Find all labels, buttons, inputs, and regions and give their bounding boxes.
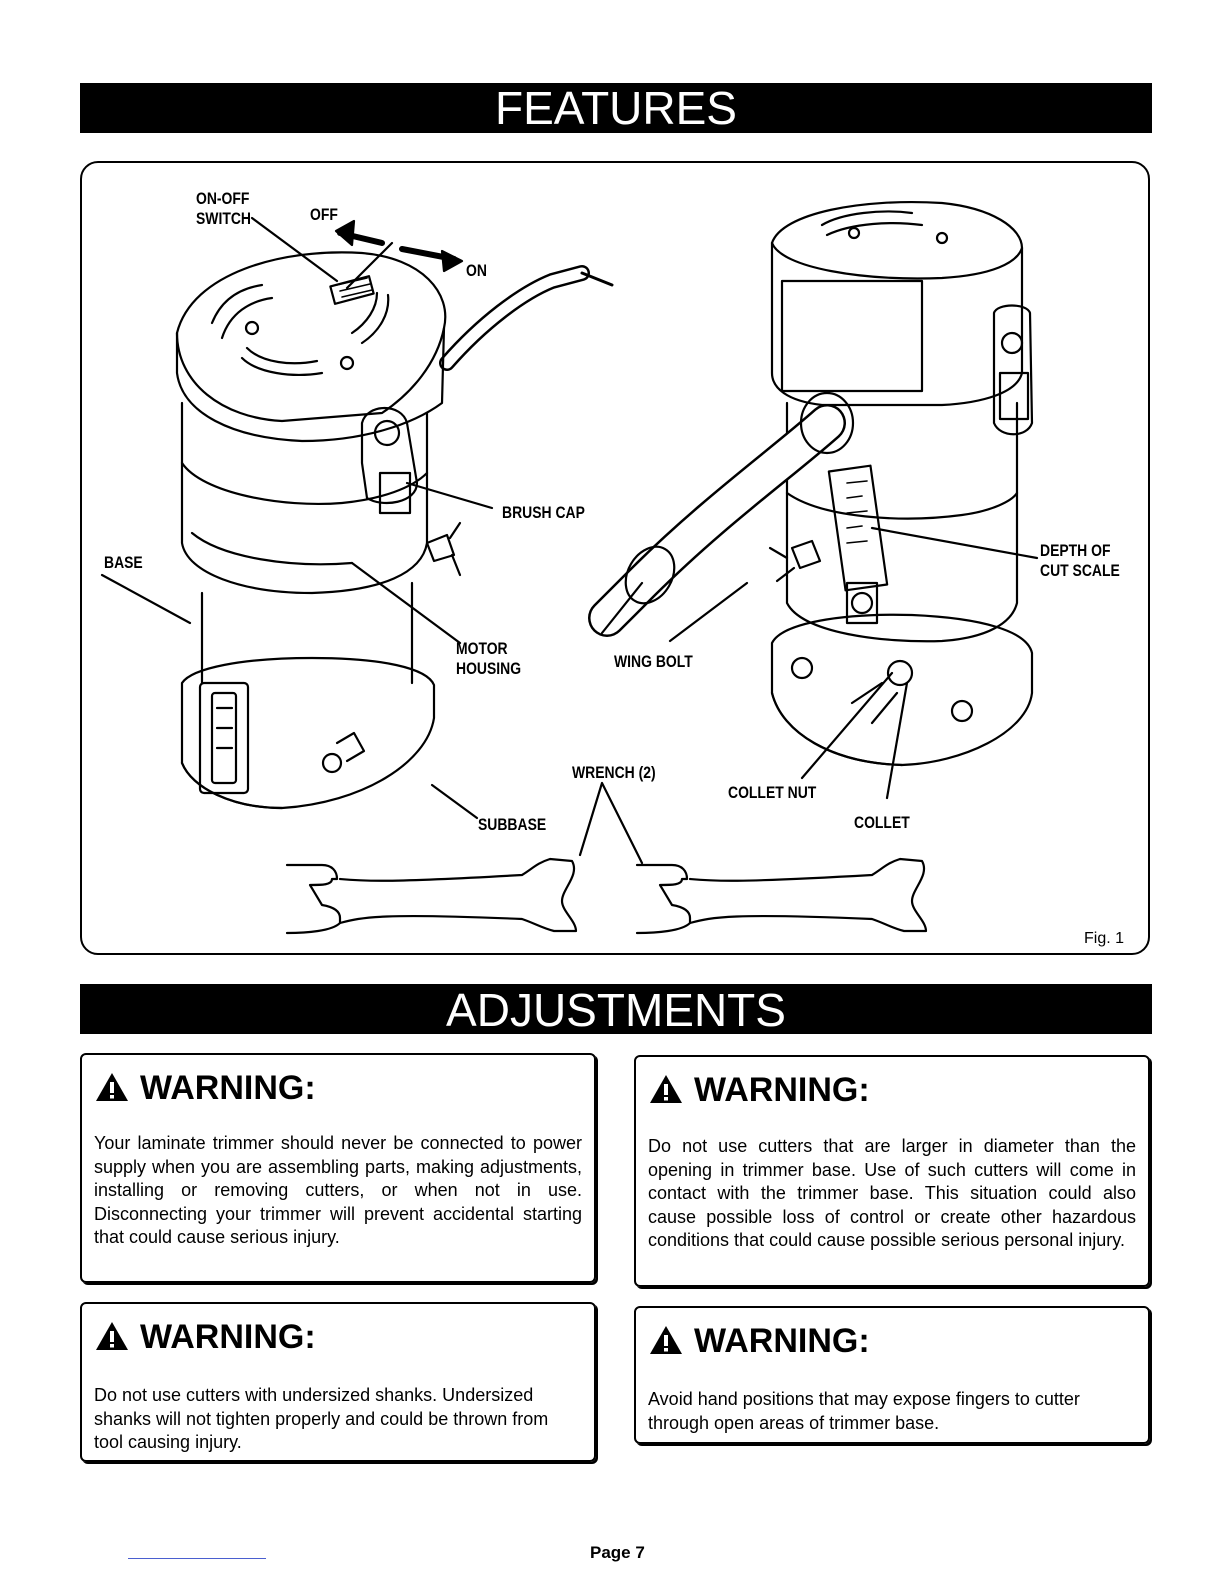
collet-label: COLLET <box>854 813 910 832</box>
warning-title: WARNING: <box>694 1322 870 1360</box>
warning-heading: WARNING: <box>648 1071 870 1109</box>
on-off-switch-label: ON-OFF SWITCH <box>196 189 251 228</box>
warning-triangle-icon <box>96 1322 128 1350</box>
warning-title: WARNING: <box>140 1069 316 1107</box>
warning-title: WARNING: <box>694 1071 870 1109</box>
base-label: BASE <box>104 553 143 572</box>
warning-text: Your laminate trimmer should never be co… <box>94 1133 582 1247</box>
warning-text: Avoid hand positions that may expose fin… <box>648 1389 1080 1433</box>
collet-nut-label: COLLET NUT <box>728 783 817 802</box>
warning-text: Do not use cutters with undersized shank… <box>94 1385 549 1452</box>
warning-box: WARNING: Do not use cutters with undersi… <box>80 1302 596 1462</box>
warning-heading: WARNING: <box>648 1322 870 1360</box>
warning-box: WARNING: Do not use cutters that are lar… <box>634 1055 1150 1287</box>
depth-of-cut-scale-label: DEPTH OF CUT SCALE <box>1040 541 1120 580</box>
subbase-label: SUBBASE <box>478 815 547 834</box>
warning-text: Do not use cutters that are larger in di… <box>648 1136 1136 1250</box>
warning-triangle-icon <box>96 1073 128 1101</box>
on-label: ON <box>466 261 487 280</box>
off-label: OFF <box>310 205 338 224</box>
wrench-label: WRENCH (2) <box>572 763 656 782</box>
wrench-drawing <box>285 857 928 935</box>
wing-bolt-label: WING BOLT <box>614 652 693 671</box>
warning-box: WARNING: Avoid hand positions that may e… <box>634 1306 1150 1444</box>
features-heading: FEATURES <box>80 83 1152 133</box>
footer-rule <box>128 1558 266 1559</box>
adjustments-heading: ADJUSTMENTS <box>80 984 1152 1036</box>
trimmer-illustration <box>100 200 1039 935</box>
warning-triangle-icon <box>650 1075 682 1103</box>
brush-cap-label: BRUSH CAP <box>502 503 585 522</box>
left-trimmer-drawing <box>100 216 614 820</box>
motor-housing-label: MOTOR HOUSING <box>456 639 522 678</box>
warning-title: WARNING: <box>140 1318 316 1356</box>
warning-box: WARNING: Your laminate trimmer should ne… <box>80 1053 596 1283</box>
right-trimmer-drawing <box>578 200 1039 865</box>
page-number: Page 7 <box>590 1543 645 1562</box>
figure-caption: Fig. 1 <box>1084 930 1125 947</box>
warning-heading: WARNING: <box>94 1318 316 1356</box>
features-figure: ON-OFF SWITCH OFF ON BRUSH CAP BASE MOTO… <box>80 161 1150 955</box>
warning-triangle-icon <box>650 1326 682 1354</box>
warning-heading: WARNING: <box>94 1069 316 1107</box>
